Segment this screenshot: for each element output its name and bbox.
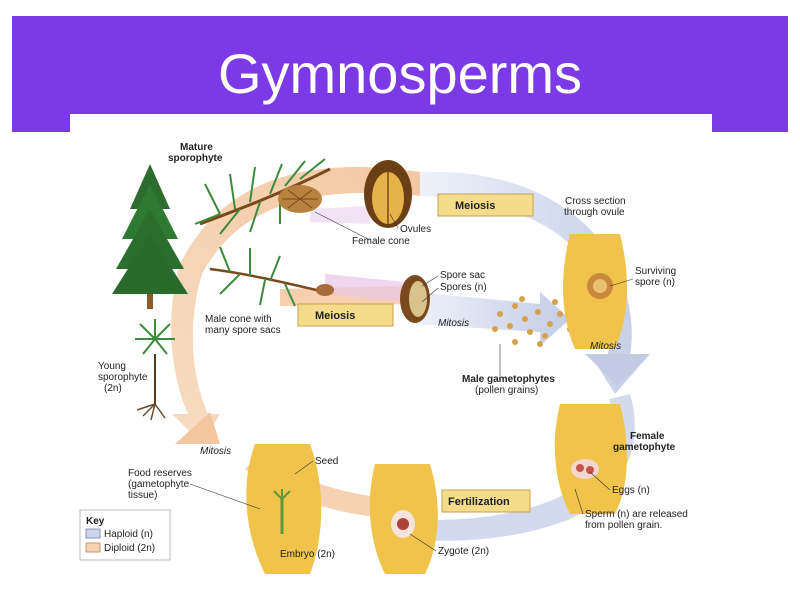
mature-sporophyte-label-2: sporophyte [168,153,223,164]
male-gametophytes-label-1: Male gametophytes [462,374,555,385]
zygote [369,464,438,574]
meiosis-mid-label: Meiosis [315,310,355,322]
food-reserves-label-2: (gametophyte [128,479,190,490]
mature-tree [112,164,188,309]
spore-sac-label: Spore sac [440,270,485,281]
meiosis-box-mid: Meiosis [297,303,394,327]
eggs-label: Eggs (n) [612,485,650,496]
mitosis-left-label: Mitosis [200,446,231,457]
mature-sporophyte-label-1: Mature [180,142,213,153]
male-cone-label-2: many spore sacs [205,325,281,336]
pollen-grains [492,296,573,347]
surviving-spore-label-1: Surviving [635,266,676,277]
mitosis-mid-label: Mitosis [438,318,469,329]
right-arrowhead [585,354,650,386]
life-cycle-diagram: Meiosis Meiosis Fertilization Mature spo… [79,142,688,574]
left-arrowhead [175,412,220,444]
title-bar [12,16,788,132]
ovule-scale [364,160,412,228]
mitosis-arrow [415,292,570,346]
cross-section-label-2: through ovule [564,207,625,218]
female-gametophyte-label-2: gametophyte [613,442,676,453]
fertilization-label: Fertilization [448,496,510,508]
ovule-streak [310,206,370,224]
life-cycle-figure: Meiosis Meiosis Fertilization Mature spo… [70,114,712,594]
diploid-cycle-arrow [171,166,420,444]
seed-label: Seed [315,456,338,467]
sperm-label-1: Sperm (n) are released [585,509,688,520]
food-reserves-label-3: tissue) [128,490,157,501]
diploid-swatch [85,542,101,553]
key-heading: Key [86,516,105,527]
male-cone-label-1: Male cone with [205,314,272,325]
key-legend: Key Haploid (n) Diploid (2n) [79,509,171,561]
surviving-spore-label-2: spore (n) [635,277,675,288]
pine-branch-male [209,246,334,307]
female-gametophyte-label-1: Female [630,431,665,442]
male-gametophytes-label-2: (pollen grains) [475,385,538,396]
young-sporophyte-label-2: sporophyte [98,372,148,383]
mitosis-right-label: Mitosis [590,341,621,352]
young-sporophyte-label-1: Young [98,361,126,372]
meiosis-box-top: Meiosis [437,193,534,217]
haploid-swatch [85,528,101,539]
food-reserves-label-1: Food reserves [128,468,192,479]
female-cone-label: Female cone [352,236,410,247]
key-diploid: Diploid (2n) [104,543,155,554]
female-gametophyte [554,404,627,514]
ovules-label: Ovules [400,224,431,235]
embryo-label: Embryo (2n) [280,549,335,560]
meiosis-top-label: Meiosis [455,200,495,212]
leader-lines [189,211,634,552]
key-haploid: Haploid (n) [104,529,153,540]
spore-sac [400,275,430,323]
ovule-cross-section [563,234,627,349]
pine-branch-female [194,158,331,235]
cross-section-label-1: Cross section [565,196,626,207]
seed-embryo [246,444,322,574]
young-sporophyte [135,319,175,421]
sperm-label-2: from pollen grain. [585,520,662,531]
spores-label: Spores (n) [440,282,487,293]
fertilization-box: Fertilization [441,489,531,513]
spore-streak [325,274,405,302]
young-sporophyte-label-3: (2n) [104,383,122,394]
zygote-label: Zygote (2n) [438,546,489,557]
page-title: Gymnosperms [217,42,583,105]
